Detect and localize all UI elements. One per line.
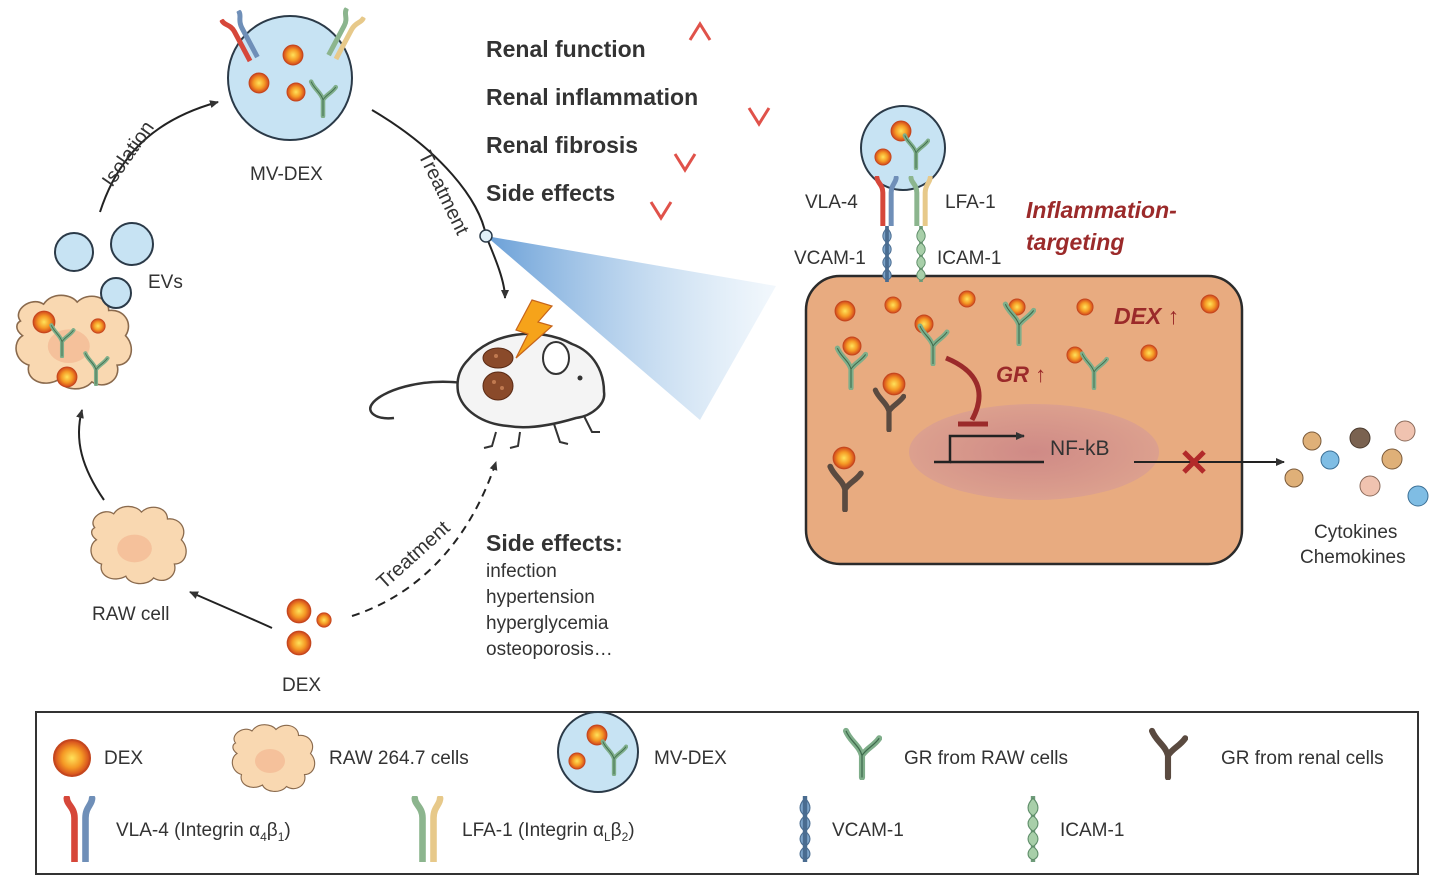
ev-bubble [54, 232, 94, 272]
legend-label: GR from RAW cells [904, 748, 1068, 769]
outcome-text: Renal inflammation [486, 84, 698, 110]
vcam1-label: VCAM-1 [794, 248, 866, 269]
side-effect-item: infection [486, 561, 557, 582]
vla4-label: VLA-4 [805, 192, 858, 213]
dex-legend-icon [53, 739, 91, 777]
cytokines-label: Cytokines [1314, 522, 1397, 543]
raw-to-ev-arrow [76, 409, 105, 501]
outcome-text: Renal fibrosis [486, 132, 638, 158]
mvdex-label: MV-DEX [250, 164, 323, 185]
side-effects-title: Side effects: [486, 530, 623, 556]
mvdex-legend-icon [557, 711, 639, 793]
arrow-down-icon [747, 78, 771, 127]
dex-up-label: DEX ↑ [1114, 303, 1179, 329]
nfkb-label: NF-kB [1050, 437, 1110, 460]
outcome-text: Side effects [486, 180, 615, 206]
treatment-top-label: Treatment [414, 148, 474, 239]
raw-cell-evs [15, 222, 154, 390]
chemokines-label: Chemokines [1300, 547, 1406, 568]
treatment-bottom-arrow [351, 461, 498, 617]
mechanism-panel: VLA-4 LFA-1 VCAM-1 ICAM-1 Inflammation- … [794, 105, 1429, 568]
promoter-icon [934, 432, 1025, 464]
outcomes-list: Renal function Renal inflammation Renal … [486, 21, 771, 221]
mvdex-vesicle [222, 10, 363, 141]
targeting-label: targeting [1026, 229, 1124, 255]
dex-cluster [286, 598, 332, 656]
cytokine-cluster [1284, 420, 1429, 507]
nucleus [909, 404, 1159, 500]
kidney [482, 371, 514, 401]
legend-label: RAW 264.7 cells [329, 748, 469, 769]
side-effect-item: osteoporosis… [486, 639, 613, 660]
mvdex-docked [860, 105, 946, 282]
dex-to-raw-arrow [189, 591, 273, 629]
lfa1-label: LFA-1 [945, 192, 996, 213]
block-x-icon [1182, 450, 1206, 474]
legend-label: GR from renal cells [1221, 748, 1384, 769]
legend: DEX RAW 264.7 cells MV-DEX GR from RAW c… [35, 711, 1419, 875]
side-effect-item: hypertension [486, 587, 595, 608]
raw-cell [90, 505, 187, 585]
raw-cell-label: RAW cell [92, 604, 169, 625]
zoom-origin [479, 229, 493, 243]
ev-bubble [110, 222, 154, 266]
zoom-beam [486, 236, 776, 420]
icam1-label: ICAM-1 [937, 248, 1001, 269]
legend-label: ICAM-1 [1060, 820, 1124, 841]
arrow-down-icon [673, 124, 697, 173]
arrow-up-icon [688, 21, 712, 68]
isolation-label: Isolation [98, 117, 159, 191]
outcome-text: Renal function [486, 36, 646, 62]
legend-label: VCAM-1 [832, 820, 904, 841]
evs-label: EVs [148, 272, 183, 293]
legend-label: MV-DEX [654, 748, 727, 769]
treatment-bottom-label: Treatment [373, 517, 455, 594]
ev-bubble [100, 277, 132, 309]
arrow-down-icon [649, 172, 673, 221]
inhibition-arrow [945, 355, 982, 422]
kidney [482, 347, 514, 369]
cycle-panel: MV-DEX Isolation Treatment EVs RAW cell … [15, 10, 776, 696]
isolation-arrow [99, 100, 219, 213]
side-effects-block: Side effects: infection hypertension hyp… [486, 530, 623, 660]
mouse-illustration [369, 299, 606, 449]
side-effect-item: hyperglycemia [486, 613, 609, 634]
gr-up-label: GR ↑ [996, 362, 1046, 387]
legend-label: VLA-4 (Integrin α4β1) [116, 820, 291, 844]
targeting-label: Inflammation- [1026, 197, 1177, 223]
lightning-icon [515, 299, 554, 359]
dex-label: DEX [282, 675, 321, 696]
legend-label: DEX [104, 748, 143, 769]
legend-label: LFA-1 (Integrin αLβ2) [462, 820, 635, 844]
treatment-top-arrow [371, 109, 509, 299]
